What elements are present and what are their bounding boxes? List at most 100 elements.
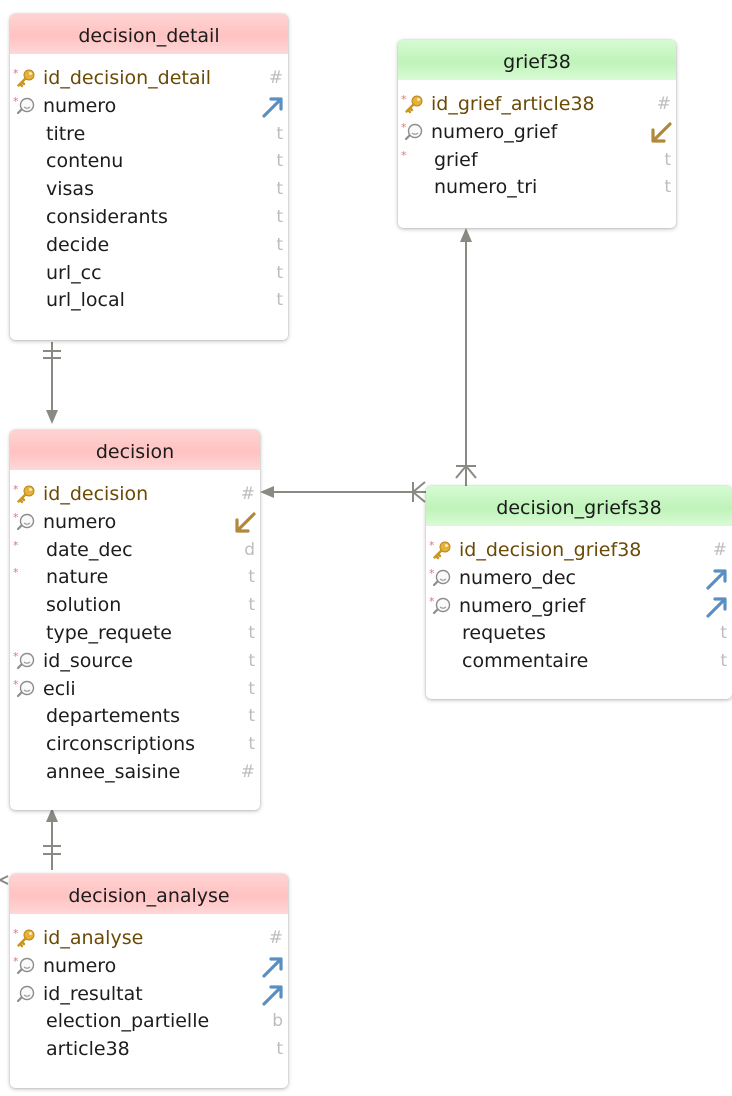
- outgoing-arrow-icon[interactable]: [260, 982, 286, 1008]
- outgoing-arrow-icon[interactable]: [704, 594, 730, 620]
- index-icon: [16, 512, 36, 532]
- field-row[interactable]: article38 t: [10, 1035, 288, 1063]
- field-name: departements: [46, 705, 180, 728]
- key-icon: [404, 94, 424, 114]
- field-name: election_partielle: [46, 1010, 210, 1033]
- field-type: t: [276, 1039, 283, 1060]
- field-name: numero_dec: [459, 566, 576, 589]
- field-row[interactable]: *numero_dec: [426, 564, 732, 592]
- index-icon: [16, 984, 36, 1004]
- field-type: t: [664, 149, 671, 170]
- field-row[interactable]: * id_decision #: [10, 480, 260, 508]
- required-mark-icon: *: [13, 67, 19, 80]
- field-type: t: [248, 706, 255, 727]
- outgoing-arrow-icon[interactable]: [260, 954, 286, 980]
- required-mark-icon: *: [13, 566, 19, 580]
- table-grief38[interactable]: grief38*id_grief_article38#*numero_grief…: [398, 40, 676, 228]
- field-row[interactable]: *id_analyse#: [10, 924, 288, 952]
- incoming-arrow-icon[interactable]: [232, 510, 258, 536]
- field-name: id_decision: [43, 483, 149, 505]
- field-name: id_grief_article38: [431, 93, 595, 115]
- field-row[interactable]: *numero_grief: [398, 118, 676, 146]
- field-type: t: [720, 651, 727, 672]
- field-name: numero: [43, 510, 117, 533]
- field-name: ecli: [43, 677, 76, 700]
- key-icon: [16, 484, 36, 504]
- field-row[interactable]: *numero: [10, 952, 288, 980]
- field-name: considerants: [46, 205, 168, 228]
- field-type: #: [268, 928, 283, 948]
- field-name: contenu: [46, 150, 124, 173]
- table-decision-griefs38[interactable]: decision_griefs38*id_decision_grief38#*n…: [426, 486, 732, 699]
- field-row[interactable]: considerants t: [10, 203, 288, 231]
- field-type: t: [276, 206, 283, 227]
- field-name: titre: [46, 122, 86, 145]
- cardinality-many-mark: [412, 481, 426, 503]
- index-icon: [432, 596, 452, 616]
- field-name: solution: [46, 594, 122, 617]
- field-name: id_resultat: [43, 982, 143, 1005]
- arrowhead-icon: [460, 228, 472, 242]
- index-icon: [432, 568, 452, 588]
- field-row[interactable]: id_resultat: [10, 980, 288, 1008]
- field-type: t: [248, 678, 255, 699]
- cardinality-one-mark: [43, 350, 61, 359]
- field-type: t: [248, 622, 255, 643]
- field-type: #: [712, 540, 727, 560]
- field-type: #: [656, 94, 671, 114]
- index-icon: [16, 679, 36, 699]
- incoming-arrow-icon[interactable]: [648, 120, 674, 146]
- field-row[interactable]: *numero_grief: [426, 592, 732, 620]
- field-name: numero: [43, 94, 117, 117]
- required-mark-icon: *: [13, 927, 19, 940]
- field-name: url_cc: [46, 261, 102, 284]
- table-title: decision_detail: [10, 14, 288, 54]
- outgoing-arrow-icon[interactable]: [704, 566, 730, 592]
- field-row[interactable]: *id_decision_grief38#: [426, 536, 732, 564]
- required-mark-icon: *: [401, 93, 407, 106]
- field-row[interactable]: * id_grief_article38 #: [398, 90, 676, 118]
- arrowhead-icon: [46, 410, 58, 424]
- cardinality-one-mark: [43, 845, 61, 855]
- field-name: visas: [46, 178, 94, 201]
- required-mark-icon: *: [429, 594, 435, 608]
- field-type: #: [240, 761, 255, 782]
- field-type: #: [240, 484, 255, 504]
- field-name: article38: [46, 1038, 130, 1061]
- field-type: t: [664, 177, 671, 198]
- field-row[interactable]: annee_saisine#: [10, 758, 260, 786]
- table-decision-detail[interactable]: decision_detail*id_decision_detail#*nume…: [10, 14, 288, 340]
- field-row[interactable]: *numero: [10, 508, 260, 536]
- field-name: decide: [46, 233, 110, 256]
- field-row[interactable]: *numero: [10, 92, 288, 120]
- field-name: grief: [434, 148, 478, 171]
- field-row[interactable]: departements t: [10, 702, 260, 730]
- outgoing-arrow-icon[interactable]: [260, 94, 286, 120]
- field-row[interactable]: *id_decision_detail#: [10, 64, 288, 92]
- index-icon: [16, 96, 36, 116]
- required-mark-icon: *: [401, 120, 407, 134]
- required-mark-icon: *: [13, 483, 19, 496]
